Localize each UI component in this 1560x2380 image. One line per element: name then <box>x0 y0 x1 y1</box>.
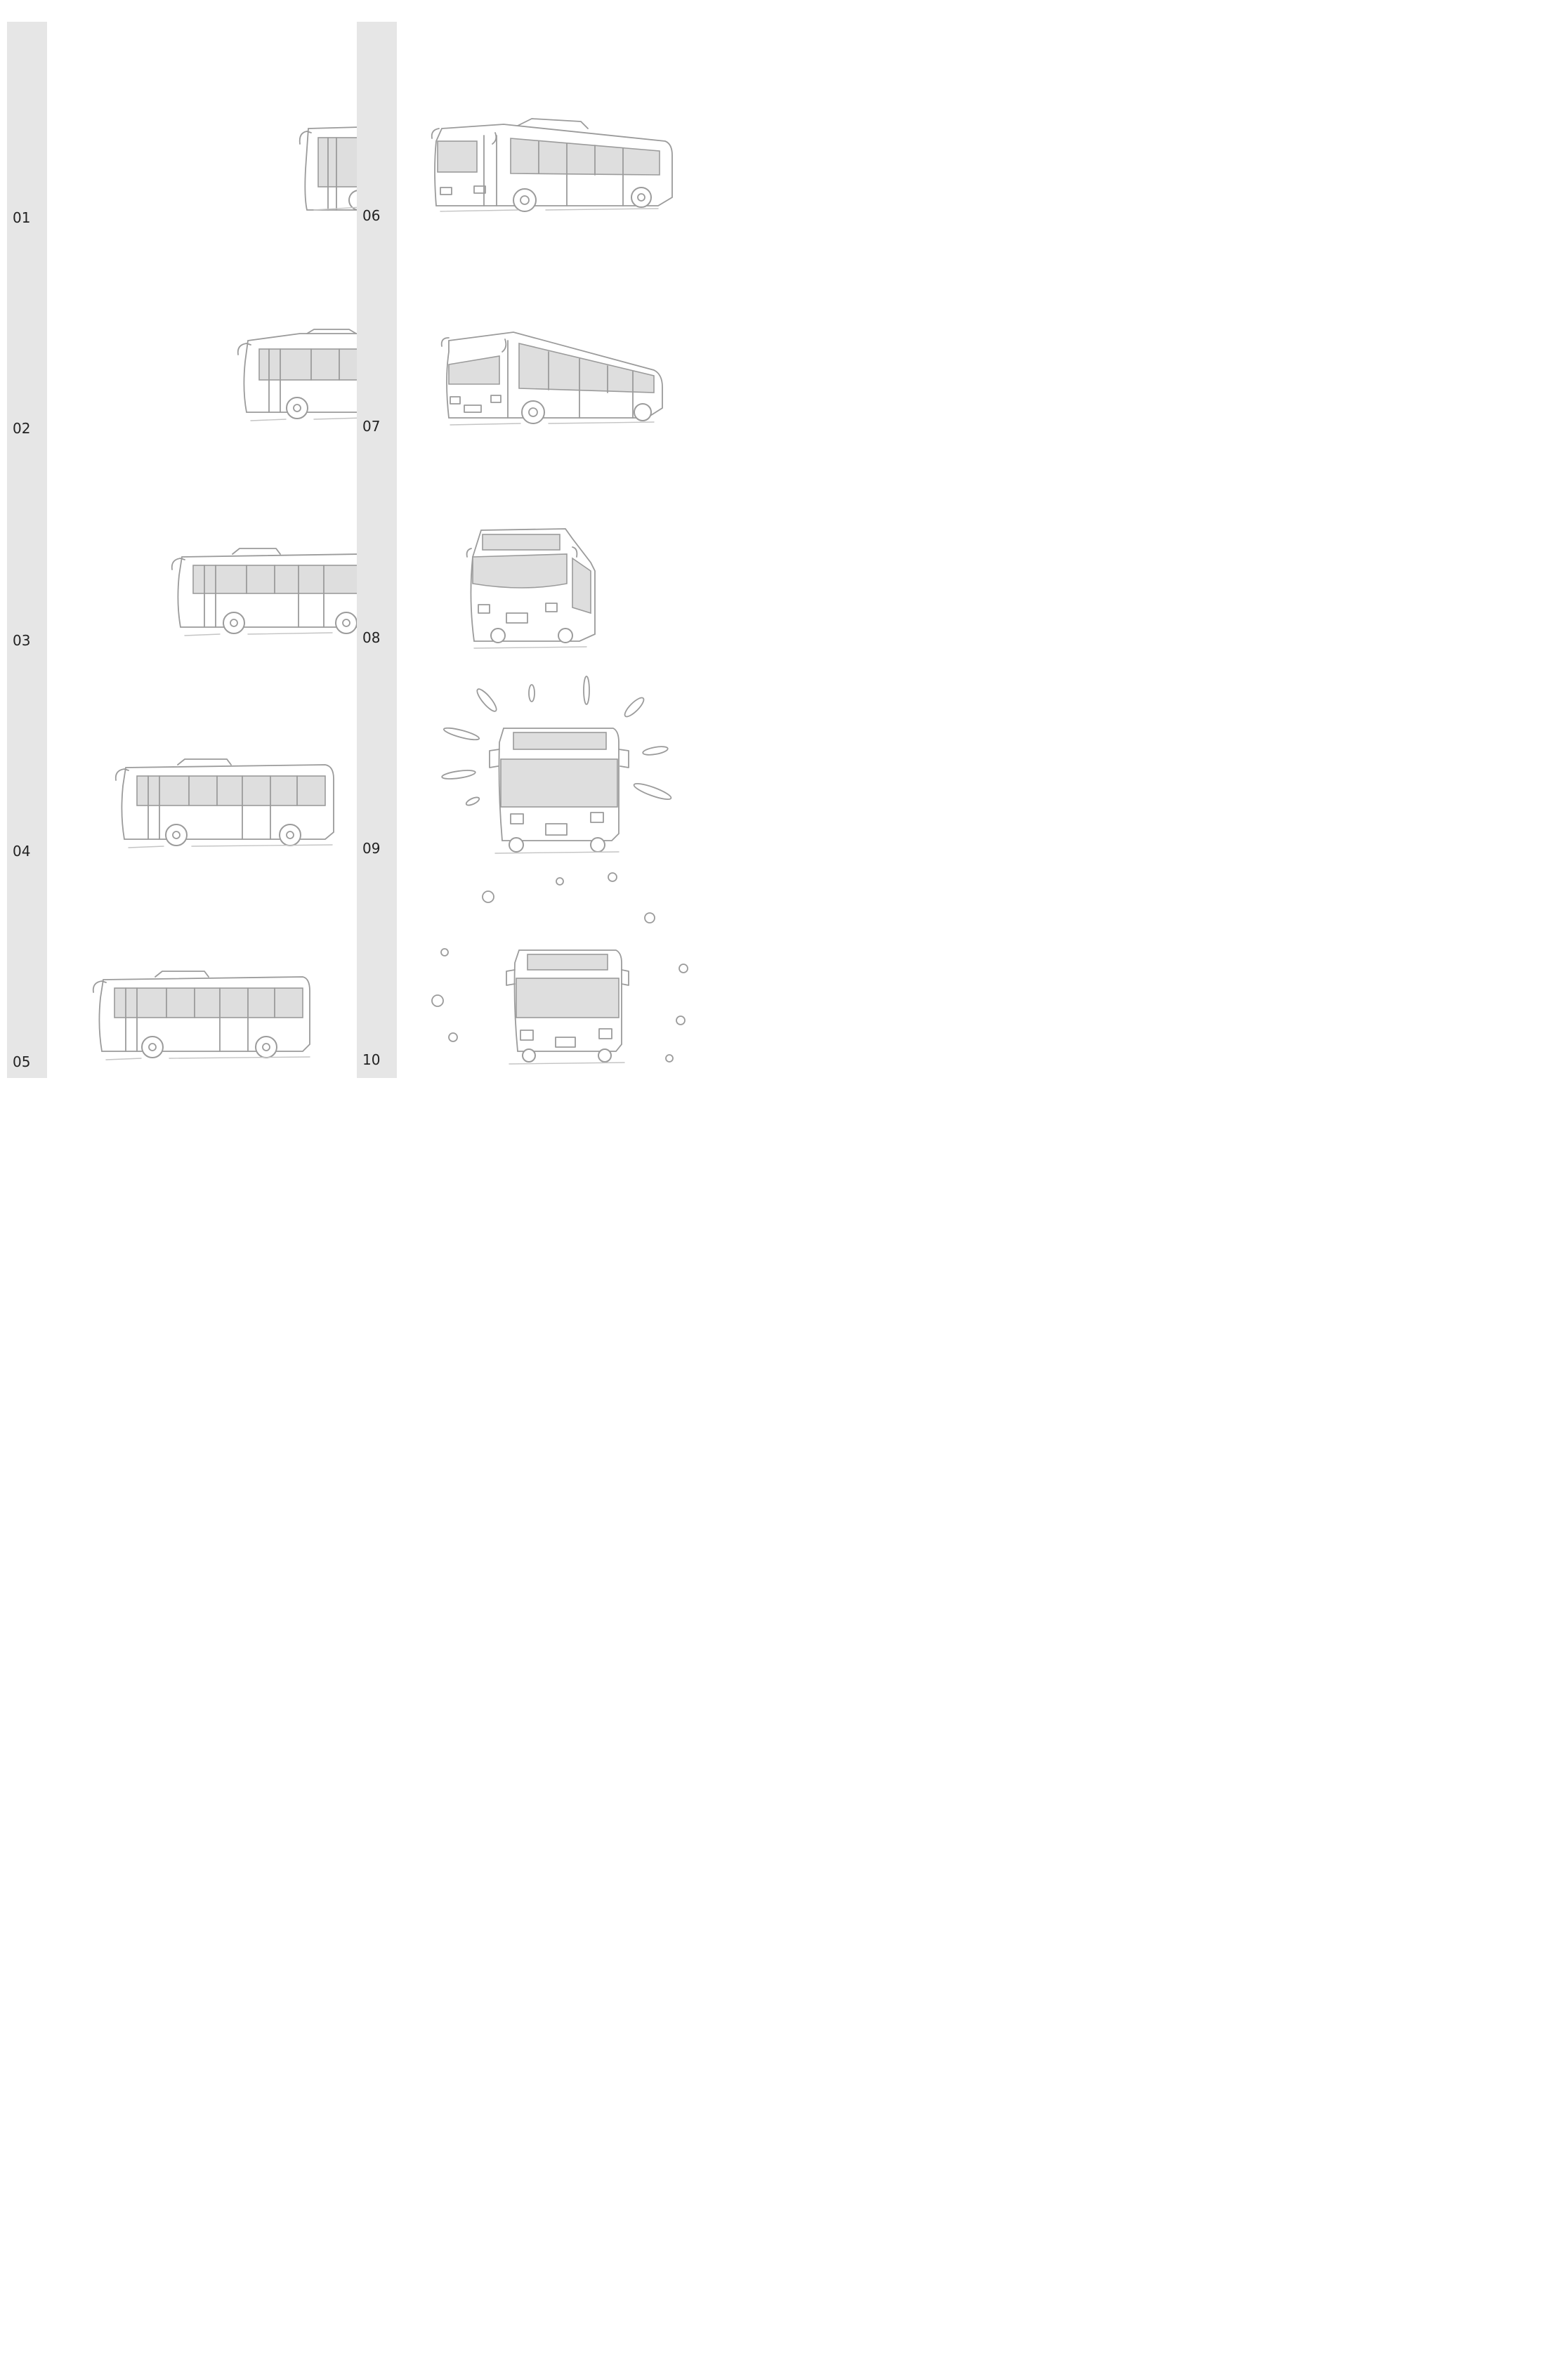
bus-three-quarter-icon <box>431 118 673 212</box>
frame-label-03: 03 <box>13 632 31 649</box>
frame-07-illustration <box>397 232 719 443</box>
frame-label-07: 07 <box>362 418 381 435</box>
frame-02-illustration <box>47 232 357 443</box>
frame-05-illustration <box>47 864 357 1078</box>
frame-label-09: 09 <box>362 840 381 857</box>
bus-front-icon <box>431 872 688 1065</box>
frame-label-01: 01 <box>13 209 31 226</box>
bus-side-icon <box>171 548 357 636</box>
frame-label-06: 06 <box>362 207 381 224</box>
bus-front-icon <box>441 676 672 854</box>
frame-09-illustration <box>397 654 719 864</box>
frame-label-04: 04 <box>13 843 31 860</box>
frame-06-illustration <box>397 22 719 232</box>
frame-label-08: 08 <box>362 629 381 646</box>
frame-label-02: 02 <box>13 420 31 437</box>
right-frame-strip <box>357 22 397 1078</box>
frame-label-10: 10 <box>362 1051 381 1068</box>
frame-03-illustration <box>47 443 357 654</box>
bus-side-icon <box>299 126 357 211</box>
bus-front-icon <box>466 528 596 649</box>
frame-01-illustration <box>47 22 357 232</box>
bus-three-quarter-icon <box>440 331 663 426</box>
left-frame-strip <box>7 22 47 1078</box>
frame-04-illustration <box>47 654 357 864</box>
frame-10-illustration <box>397 864 719 1078</box>
bus-side-icon <box>237 329 357 421</box>
bus-side-icon <box>92 971 310 1060</box>
bus-side-icon <box>114 758 334 848</box>
sparkle-dots <box>431 872 688 1063</box>
burst-lines <box>441 676 672 806</box>
frame-label-05: 05 <box>13 1053 31 1070</box>
frame-08-illustration <box>397 443 719 654</box>
